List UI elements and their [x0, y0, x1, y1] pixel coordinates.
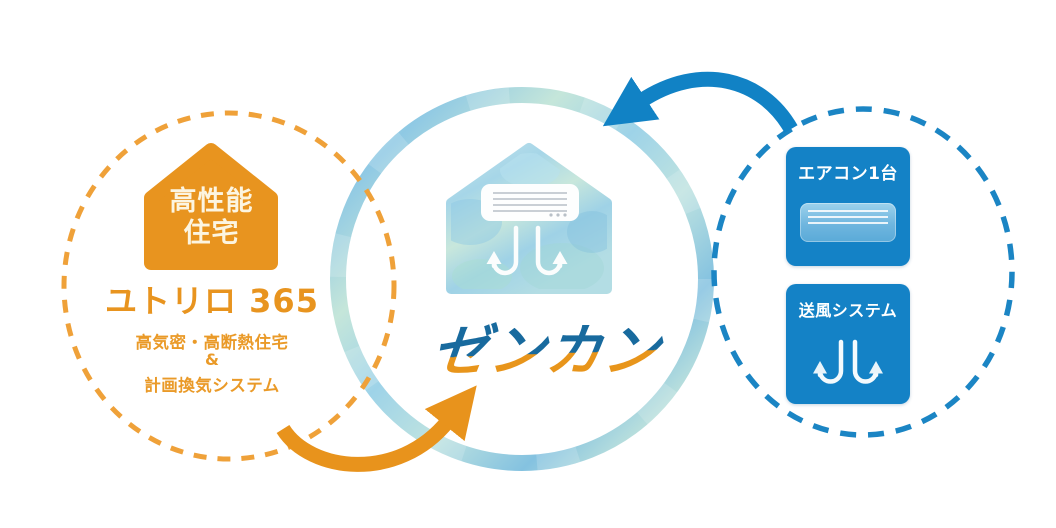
feature-ampersand: &: [205, 350, 219, 369]
zenkan-logo: ゼンカン: [414, 318, 677, 385]
performance-house-icon: [144, 143, 278, 270]
fan-card-label: 送風システム: [798, 301, 898, 320]
right-dashed-circle: [711, 106, 1015, 438]
fan-airflow-icon: [810, 339, 886, 393]
center-watercolor-ring: [330, 87, 714, 471]
aircon-indoor-unit-icon: [481, 184, 579, 221]
aircon-card-label: エアコン1台: [798, 164, 898, 184]
zenkan-house-icon: [446, 143, 612, 294]
center-ring-texture: [330, 87, 714, 471]
blue-circulation-arrow-icon: [602, 71, 798, 133]
performance-house-label: 高性能 住宅: [146, 186, 277, 250]
aircon-card: エアコン1台: [786, 147, 910, 266]
badge-line2: 住宅: [183, 218, 240, 249]
product-name: ユトリロ 365: [105, 282, 319, 320]
feature-line-2: 計画換気システム: [144, 376, 280, 395]
orange-supply-arrow-icon: [276, 385, 477, 472]
badge-line1: 高性能: [169, 186, 254, 217]
airflow-arrows-icon: [486, 225, 568, 276]
aircon-unit-icon: [800, 203, 896, 242]
left-dashed-circle: [61, 110, 397, 462]
fan-card: 送風システム: [786, 284, 910, 404]
feature-line-1: 高気密・高断熱住宅: [135, 333, 289, 352]
